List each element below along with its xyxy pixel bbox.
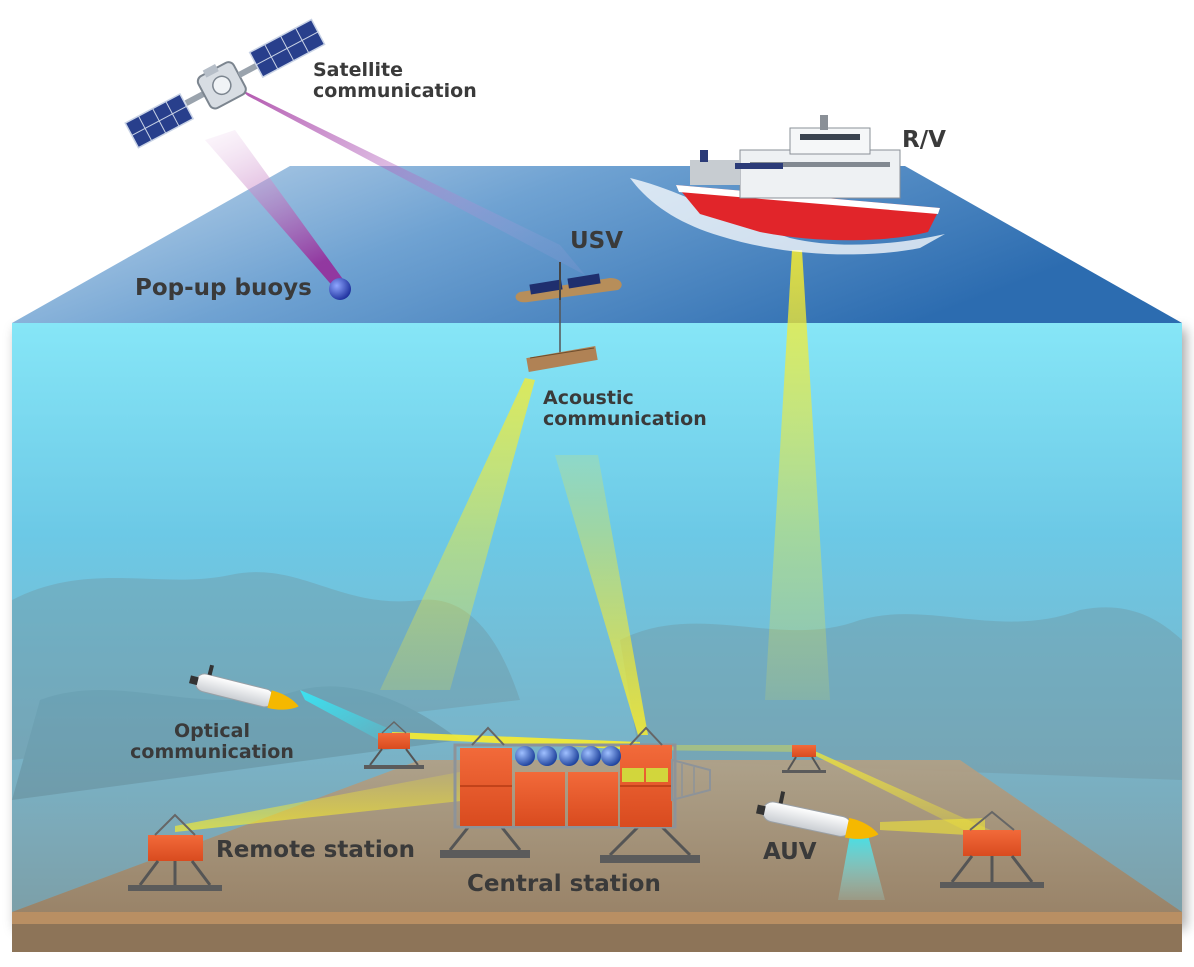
- auv-right: [756, 791, 879, 839]
- satellite-beam-usv: [238, 88, 585, 275]
- seafloor: [12, 760, 1182, 952]
- acoustic-beam-rv-to-auv: [765, 250, 830, 700]
- acoustic-beam-usv-to-central: [555, 455, 648, 735]
- remote-station-near-right: [940, 810, 1044, 888]
- label-rv: R/V: [902, 127, 946, 153]
- acoustic-beam-auv-to-remote: [880, 818, 985, 836]
- acoustic-beam-farremote: [175, 770, 470, 832]
- optical-beam-auv-right-down: [838, 835, 885, 900]
- auv-left: [189, 664, 299, 710]
- acoustic-beam-right-remote: [800, 748, 995, 838]
- label-acoustic-communication: Acoustic communication: [543, 387, 707, 431]
- remote-station-near-left: [128, 813, 222, 891]
- central-station: [440, 726, 711, 863]
- satellite-beam-buoy: [205, 130, 345, 290]
- remote-station-far-right: [782, 745, 826, 773]
- label-auv: AUV: [763, 839, 817, 865]
- satellite: [124, 18, 326, 149]
- acoustic-beam-usv-to-remote: [380, 378, 535, 690]
- remote-station-mid-left: [364, 720, 424, 769]
- acoustic-beam-central-to-right: [640, 745, 800, 752]
- popup-buoy: [329, 278, 351, 300]
- label-usv: USV: [570, 228, 624, 254]
- label-optical-communication: Optical communication: [130, 720, 294, 764]
- label-satellite-communication: Satellite communication: [313, 59, 477, 103]
- label-central-station: Central station: [467, 871, 661, 897]
- optical-beam-auv-left: [300, 690, 392, 745]
- research-vessel: [630, 115, 945, 255]
- usv: [515, 262, 622, 372]
- label-popup-buoys: Pop-up buoys: [135, 275, 312, 301]
- label-remote-station: Remote station: [216, 837, 415, 863]
- seabed-rocks: [12, 572, 1182, 800]
